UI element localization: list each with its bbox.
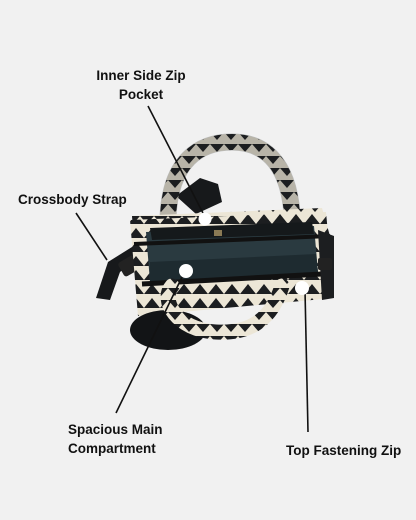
front-handle <box>160 278 290 340</box>
label-inner-side-zip-pocket: Inner Side Zip Pocket <box>96 68 186 102</box>
marker-inner-pocket <box>198 212 212 226</box>
marker-main-compartment <box>179 264 193 278</box>
label-crossbody-strap: Crossbody Strap <box>18 192 127 207</box>
inner-side-zip-pocket <box>150 222 314 240</box>
leader-lines <box>75 105 309 433</box>
label-spacious-main-compartment: Spacious Main Compartment <box>68 422 163 456</box>
back-handle <box>160 133 300 226</box>
label-top-fastening-zip: Top Fastening Zip <box>286 443 402 458</box>
marker-top-zip <box>295 281 309 295</box>
